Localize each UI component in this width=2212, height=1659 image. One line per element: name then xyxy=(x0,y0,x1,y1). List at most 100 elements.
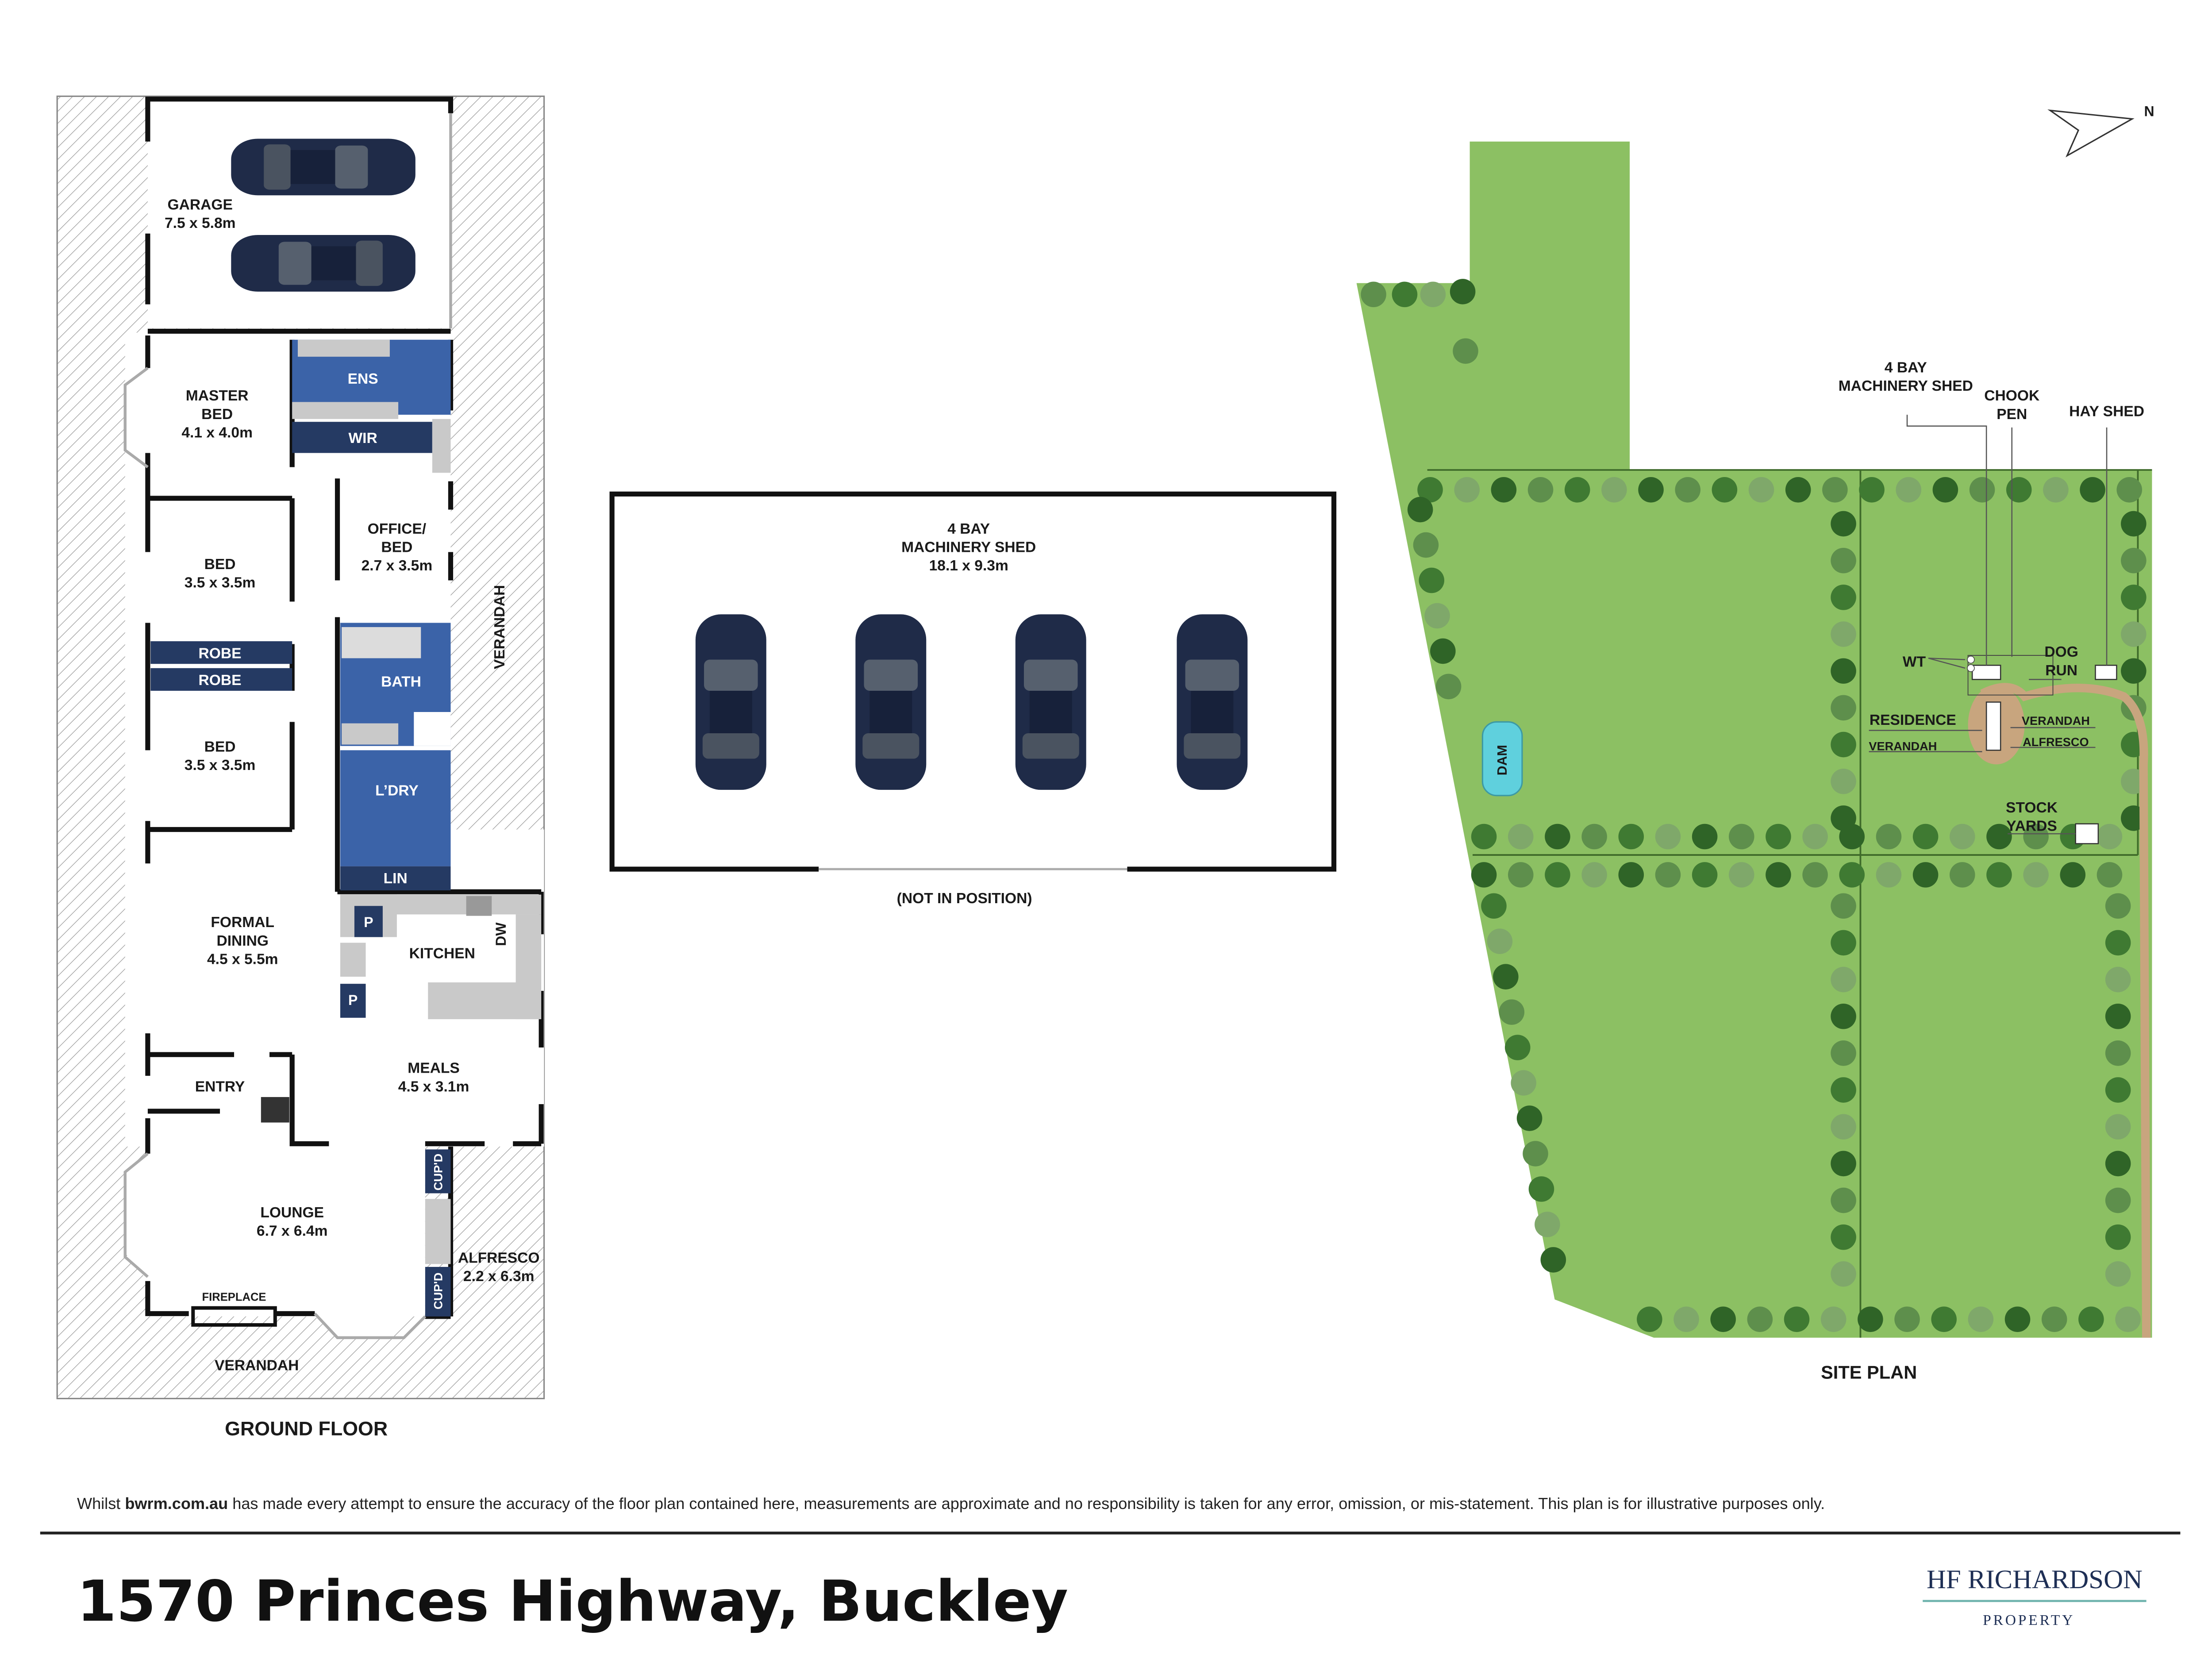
leader-lines xyxy=(1869,415,2108,835)
tree-icon xyxy=(1802,862,1828,888)
verandah-label: VERANDAH xyxy=(2022,714,2090,727)
cupboard-1 xyxy=(425,1149,451,1193)
tree-icon xyxy=(1417,477,1443,503)
tree-icon xyxy=(1876,862,1902,888)
tree-icon xyxy=(1637,1306,1662,1332)
tree-icon xyxy=(1822,477,1848,503)
tree-icon xyxy=(1545,824,1570,850)
garage-area xyxy=(147,99,451,329)
robe-2 xyxy=(150,668,292,691)
linen-label: LIN xyxy=(384,870,408,887)
tree-icon xyxy=(1535,1212,1560,1237)
tree-icon xyxy=(1581,824,1607,850)
tree-icon xyxy=(1728,824,1754,850)
tree-icon xyxy=(1618,862,1644,888)
svg-text:HF RICHARDSON: HF RICHARDSON xyxy=(1927,1565,2143,1594)
car-icon xyxy=(1177,614,1248,790)
hay-shed-label: HAY SHED xyxy=(2069,403,2144,420)
dam-label: DAM xyxy=(1495,745,1510,775)
wir-area xyxy=(292,422,432,453)
tree-icon xyxy=(1831,658,1856,684)
property-land xyxy=(1356,141,2152,1338)
tree-icon xyxy=(2105,1224,2131,1250)
tree-icon xyxy=(1692,824,1718,850)
tree-icon xyxy=(1450,279,1476,304)
robe-label: ROBE xyxy=(199,645,242,662)
tree-icon xyxy=(2105,1003,2131,1029)
pantry-label: P xyxy=(348,992,358,1008)
ens-label: ENS xyxy=(348,371,378,387)
tree-icon xyxy=(2105,1187,2131,1213)
pantry-label: P xyxy=(364,914,373,930)
tree-icon xyxy=(1859,477,1885,503)
pantry-1 xyxy=(354,906,383,937)
robe-label: ROBE xyxy=(199,672,242,689)
tree-icon xyxy=(1692,862,1718,888)
tree-icon xyxy=(1831,805,1856,831)
tree-icon xyxy=(1361,281,1386,308)
tree-icon xyxy=(1831,585,1856,610)
tree-icon xyxy=(1430,638,1456,664)
tree-icon xyxy=(1831,966,1856,993)
machinery-shed-building xyxy=(1971,665,2001,680)
tree-icon xyxy=(1581,862,1607,888)
tree-icon xyxy=(1748,477,1774,503)
tree-icon xyxy=(2105,1114,2131,1140)
tree-icon xyxy=(1831,1224,1856,1250)
tree-icon xyxy=(1471,862,1497,888)
property-address: 1570 Princes Highway, Buckley xyxy=(77,1569,1068,1635)
tree-icon xyxy=(2006,477,2032,503)
tree-icon xyxy=(1949,862,1975,888)
tree-icon xyxy=(1481,893,1507,919)
wir-label: WIR xyxy=(348,430,377,447)
tree-icon xyxy=(1710,1306,1736,1332)
linen-area xyxy=(340,866,451,891)
svg-text:N: N xyxy=(2144,103,2154,119)
tree-icon xyxy=(2004,1306,2031,1332)
tree-icon xyxy=(1831,1040,1856,1066)
dog-run-enclosure xyxy=(1967,655,2054,696)
tree-icon xyxy=(1896,477,1922,503)
tree-icon xyxy=(1493,964,1519,989)
tree-icon xyxy=(1831,893,1856,919)
tree-icon xyxy=(1969,477,1995,503)
tree-icon xyxy=(1508,862,1534,888)
tree-icon xyxy=(2121,621,2147,647)
tree-icon xyxy=(1712,477,1738,503)
tree-icon xyxy=(1435,674,1462,700)
car-icon xyxy=(1015,614,1086,790)
tree-icon xyxy=(2105,893,2131,919)
tree-icon xyxy=(1894,1306,1920,1332)
tree-icon xyxy=(1968,1306,1994,1332)
tree-icon xyxy=(1820,1306,1847,1332)
tree-icon xyxy=(1504,1035,1531,1060)
tree-icon xyxy=(2080,477,2105,503)
tree-icon xyxy=(1858,1306,1883,1332)
residence-building xyxy=(1985,701,2001,751)
entry-label: ENTRY xyxy=(195,1078,245,1095)
alfresco-label: ALFRESCO xyxy=(2023,735,2089,749)
water-tank-label: WT xyxy=(1903,654,1926,670)
disclaimer-website-link: bwrm.com.au xyxy=(125,1494,228,1513)
tree-icon xyxy=(1528,1176,1554,1202)
brand-logo: HF RICHARDSON PROPERTY xyxy=(1923,1565,2147,1628)
heater-icon xyxy=(261,1097,289,1123)
tree-icon xyxy=(1618,824,1644,850)
cupboard-label: CUP'D xyxy=(431,1273,445,1309)
tree-icon xyxy=(1508,824,1534,850)
tree-icon xyxy=(1831,1151,1856,1177)
hay-shed-building xyxy=(2095,665,2117,680)
verandah-label: VERANDAH xyxy=(492,585,508,669)
tree-icon xyxy=(1545,862,1570,888)
stock-yards-building xyxy=(2075,823,2099,844)
tree-icon xyxy=(2105,1151,2131,1177)
tree-icon xyxy=(1419,567,1445,593)
